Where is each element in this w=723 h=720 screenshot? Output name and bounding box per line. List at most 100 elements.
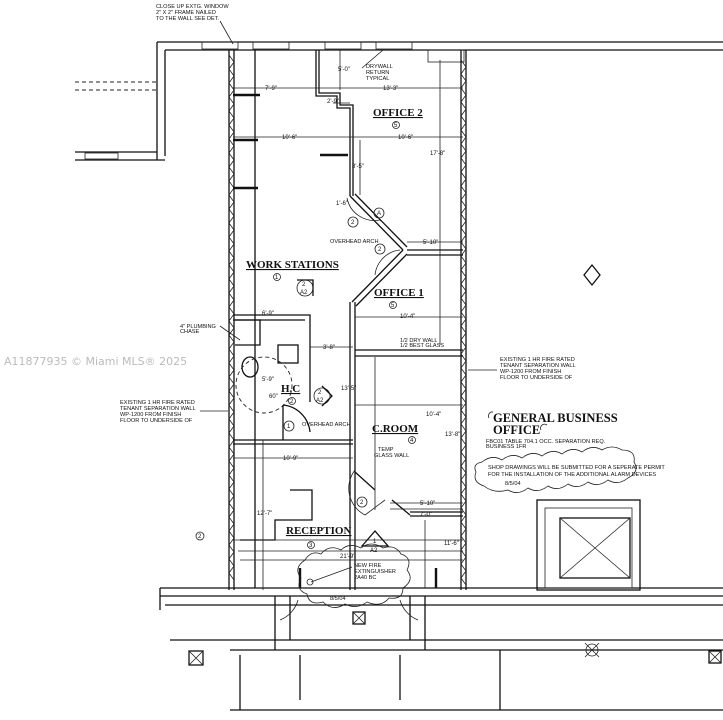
- label: WP-1200 FROM FINISH: [120, 412, 181, 418]
- label: 60": [269, 394, 278, 400]
- label: GENERAL BUSINESS: [493, 411, 618, 425]
- label: 2'-9": [327, 99, 339, 105]
- label: WORK STATIONS: [246, 259, 339, 271]
- label: 10'-6": [282, 135, 297, 141]
- room-c-room: C.ROOM 4: [372, 423, 419, 444]
- room-work-stations: WORK STATIONS 1: [246, 259, 339, 281]
- label: EXISTING 1 HR FIRE RATED: [120, 400, 195, 406]
- label: 17'-8": [430, 151, 445, 157]
- label: A2: [300, 290, 308, 296]
- label: 13'-8": [445, 432, 460, 438]
- label: 5'-0": [338, 67, 350, 73]
- door-tags: 2 2 1 2 2 A: [195, 207, 386, 541]
- label: CLOSE UP EXTG. WINDOW: [156, 4, 229, 10]
- label: BUSINESS 1FR: [486, 444, 526, 450]
- label: 2" X 2" FRAME NAILED: [156, 10, 216, 16]
- label: 6'-9": [262, 311, 274, 317]
- room-office-1: OFFICE 1 5: [374, 287, 424, 309]
- note-shop-drawings: SHOP DRAWINGS WILL BE SUBMITTED FOR A SE…: [474, 446, 665, 493]
- room-reception: RECEPTION 3: [286, 525, 351, 549]
- label: RECEPTION: [286, 525, 351, 537]
- label: CHASE: [180, 329, 200, 335]
- label: GLASS WALL: [374, 453, 409, 459]
- label: 3: [309, 543, 313, 549]
- label: 5: [391, 303, 395, 309]
- label: 1: [287, 424, 291, 430]
- north-marker: [583, 263, 601, 287]
- label: 7'-0": [420, 512, 432, 518]
- label: 10'-4": [400, 314, 415, 320]
- note-drywall: DRYWALL RETURN TYPICAL: [361, 49, 393, 82]
- label: 7'-9": [265, 86, 277, 92]
- note-overhead-arch-1: OVERHEAD ARCH: [330, 239, 379, 245]
- rev-date: 8/5/04: [330, 596, 346, 602]
- label: 5: [394, 123, 398, 129]
- label: 3'-8": [323, 345, 335, 351]
- label: WP-1200 FROM FINISH: [500, 369, 561, 375]
- interior-walls: [233, 50, 463, 590]
- label: 12'-7": [257, 511, 272, 517]
- title-block: GENERAL BUSINESS OFFICE FBC01 TABLE 704.…: [486, 411, 618, 450]
- label: 5'-9": [262, 377, 274, 383]
- label: 10'-9": [283, 456, 298, 462]
- label: OFFICE 2: [373, 107, 423, 119]
- section-marker-hc: 2 A2: [313, 385, 333, 407]
- label: FBC01 TABLE 704.1 OCC. SEPARATION REQ.: [486, 439, 606, 445]
- note-fire-wall-left: EXISTING 1 HR FIRE RATED TENANT SEPARATI…: [120, 400, 228, 424]
- label: DRYWALL: [366, 64, 393, 70]
- label: TYPICAL: [366, 76, 389, 82]
- exterior-walls: [75, 41, 723, 161]
- note-glass-wall: TEMP GLASS WALL: [374, 447, 409, 459]
- label: 8/5/04: [505, 481, 521, 487]
- label: SHOP DRAWINGS WILL BE SUBMITTED FOR A SE…: [488, 465, 665, 471]
- label: 4: [410, 438, 414, 444]
- note-extinguisher: NEW FIRE EXTINGUISHER 2A40 BC 8/5/04: [297, 543, 411, 608]
- label: 1: [373, 539, 377, 545]
- note-half-wall: 1/2 DRY WALL 1/2 BEST GLASS: [400, 338, 444, 349]
- label: H.C: [281, 383, 300, 395]
- label: 4" PLUMBING: [180, 324, 216, 330]
- label: 13'-5": [341, 386, 356, 392]
- label: 10'-6": [398, 135, 413, 141]
- label: 5'-10": [420, 501, 435, 507]
- label: 2: [302, 282, 306, 288]
- label: EXISTING 1 HR FIRE RATED: [500, 357, 575, 363]
- label: RETURN: [366, 70, 389, 76]
- label: TEMP: [378, 447, 394, 453]
- elevator: [536, 499, 641, 591]
- label: 2: [198, 534, 202, 540]
- label: 2: [290, 399, 294, 405]
- watermark: A11877935 © Miami MLS® 2025: [4, 355, 187, 368]
- label: 2: [351, 220, 355, 226]
- note-fire-wall-right: EXISTING 1 HR FIRE RATED TENANT SEPARATI…: [468, 357, 576, 381]
- label: 1'-6": [336, 201, 348, 207]
- note-overhead-arch-2: OVERHEAD ARCH: [302, 422, 351, 428]
- label: FOR THE INSTALLATION OF THE ADDITIONAL A…: [488, 472, 656, 478]
- label: EXTINGUISHER: [354, 569, 396, 575]
- label: 21'-9": [340, 554, 355, 560]
- label: OFFICE 1: [374, 287, 424, 299]
- dimensions: 7'-9" 13'-3" 2'-9" 10'-6" 10'-6" 17'-8" …: [233, 50, 463, 590]
- label: A2: [316, 398, 324, 404]
- label: TO THE WALL SEE DET.: [156, 16, 220, 22]
- label: 10'-4": [426, 412, 441, 418]
- label: FLOOR TO UNDERSIDE OF: [500, 375, 573, 381]
- note-plumbing: 4" PLUMBING CHASE: [180, 324, 241, 341]
- label: OFFICE: [493, 423, 540, 437]
- room-office-2: OFFICE 2 5: [373, 107, 423, 129]
- label: 2: [360, 500, 364, 506]
- note-window: CLOSE UP EXTG. WINDOW 2" X 2" FRAME NAIL…: [156, 4, 234, 45]
- label: FLOOR TO UNDERSIDE OF: [120, 418, 193, 424]
- label: 1/2 BEST GLASS: [400, 343, 444, 349]
- label: 1/2 DRY WALL: [400, 338, 438, 344]
- label: 5'-10": [423, 240, 438, 246]
- label: 8'-5": [352, 164, 364, 170]
- label: 2: [318, 390, 322, 396]
- label: TENANT SEPARATION WALL: [120, 406, 196, 412]
- label: 11'-6": [444, 541, 459, 547]
- label: NEW FIRE: [354, 563, 382, 569]
- label: 2: [378, 247, 382, 253]
- label: 1: [275, 275, 279, 281]
- section-marker-reception: 1 A2: [360, 530, 390, 554]
